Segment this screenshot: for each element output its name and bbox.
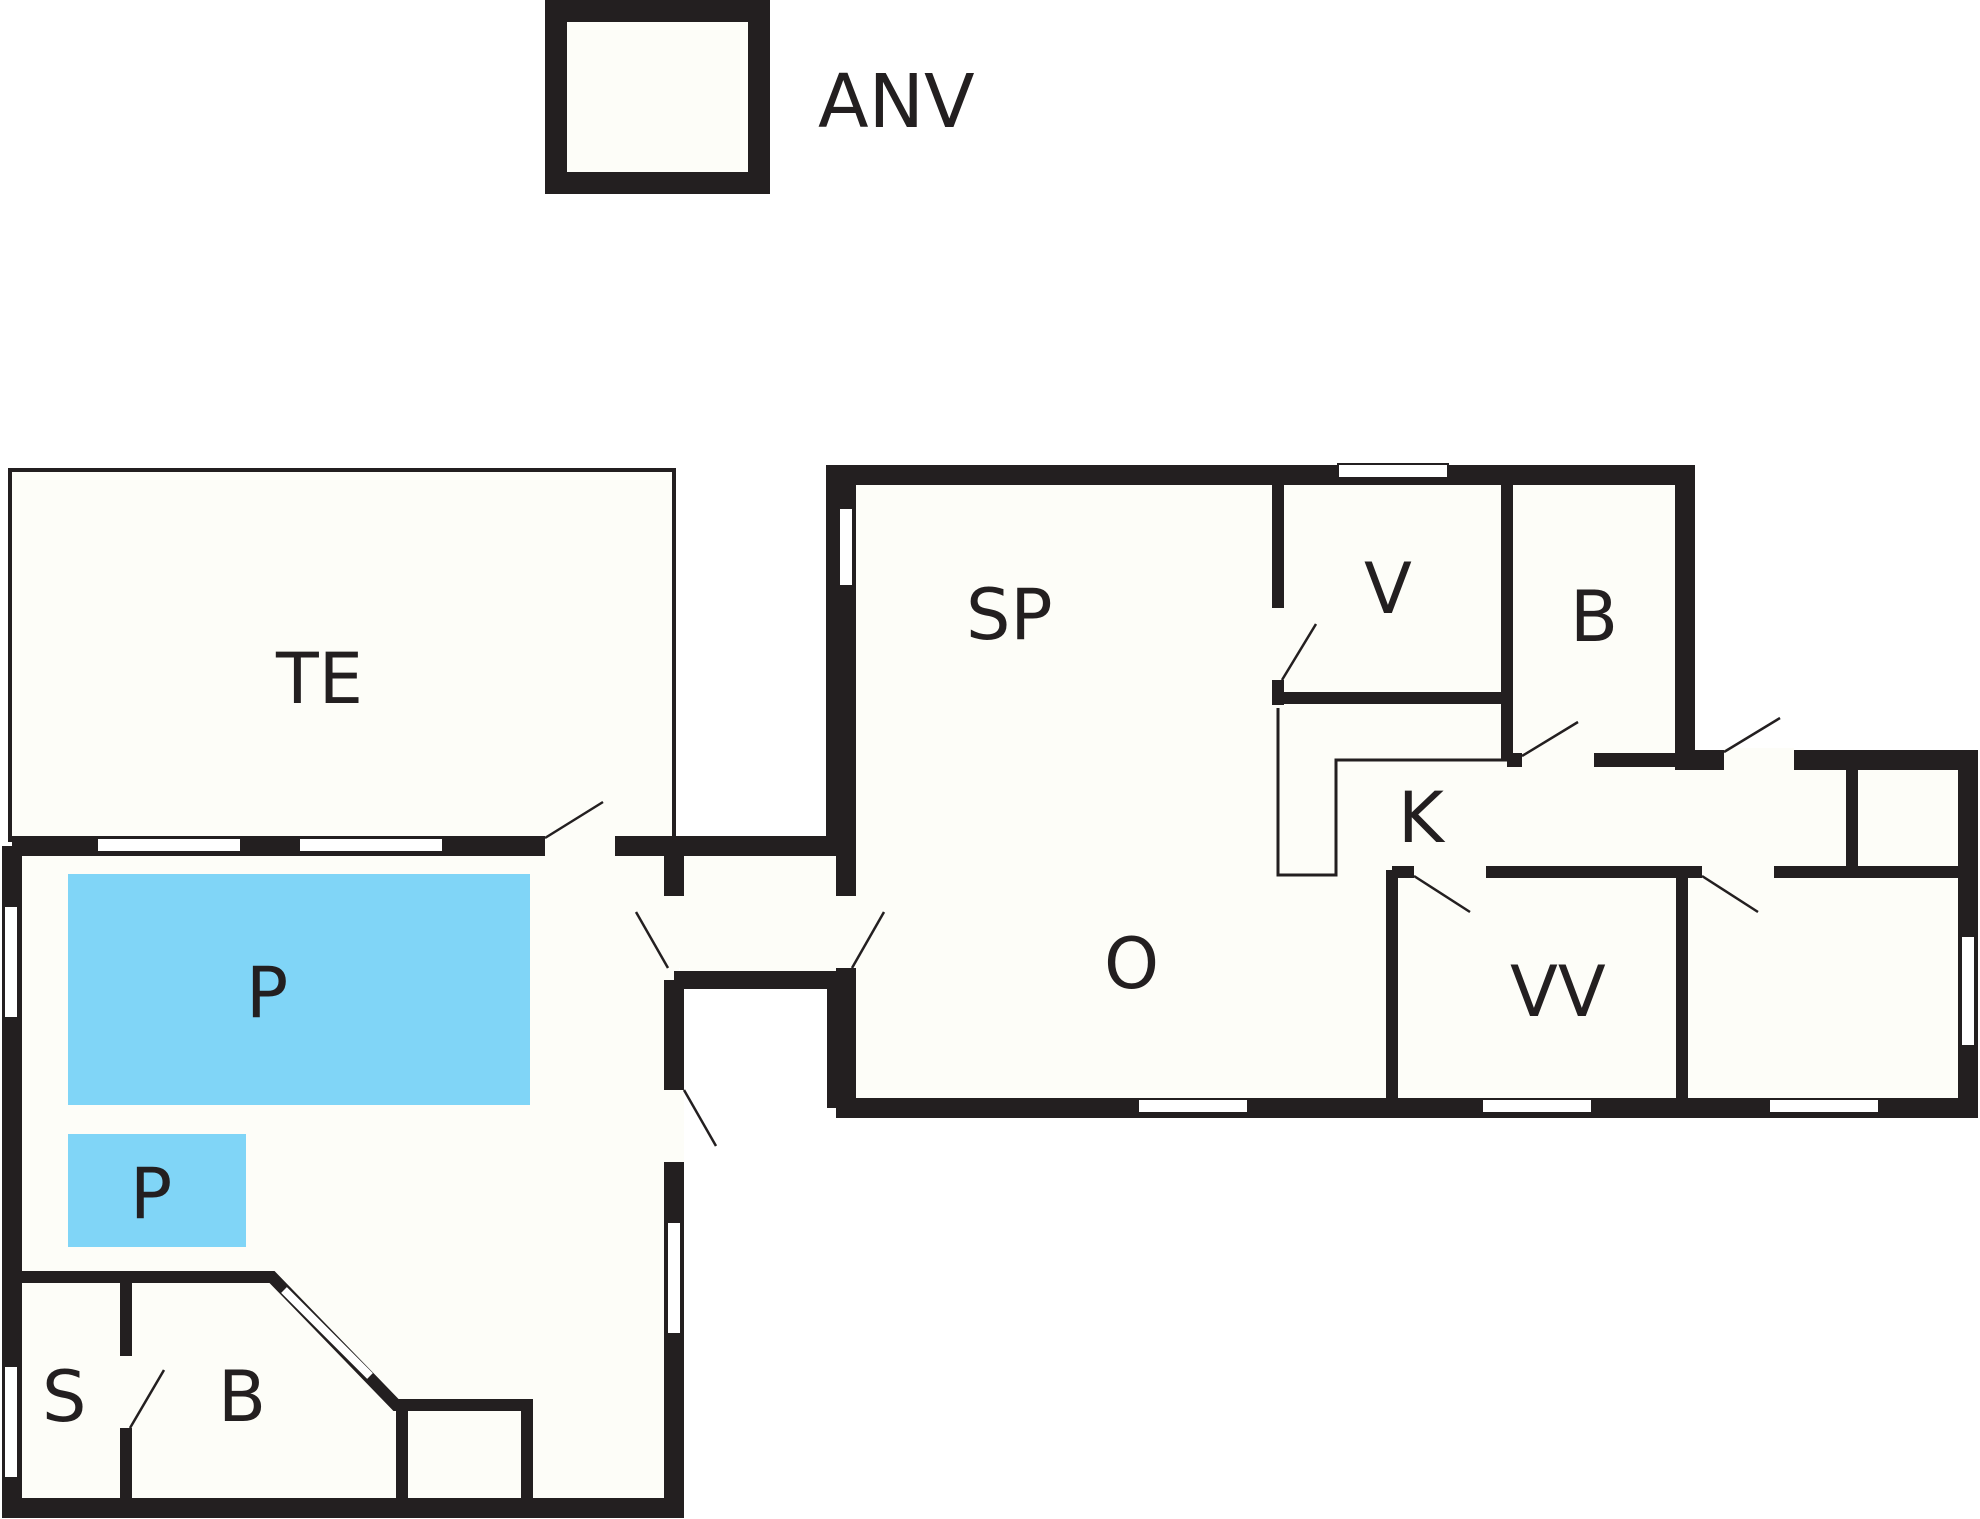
connector-floor [680,856,840,980]
room-label-b-left: B [218,1356,266,1438]
room-label-k: K [1398,777,1446,859]
room-label-sp: SP [966,574,1053,656]
room-label-te: TE [275,638,363,720]
room-label-o: O [1104,923,1159,1005]
room-label-p-small: P [130,1153,172,1235]
room-label-vv: VV [1510,951,1606,1033]
highlight-area-large [68,874,530,1105]
highlight-area-small [68,1134,246,1247]
right-building-walls [836,470,1978,1118]
windows [3,463,1976,1479]
room-label-v: V [1364,548,1412,630]
doors [120,608,1794,1429]
room-label-p-large: P [246,952,288,1034]
room-label-b-right: B [1570,576,1618,658]
room-label-s: S [42,1356,86,1438]
terrace-area [8,468,676,842]
legend-label: ANV [818,59,975,145]
legend-swatch [545,0,770,194]
